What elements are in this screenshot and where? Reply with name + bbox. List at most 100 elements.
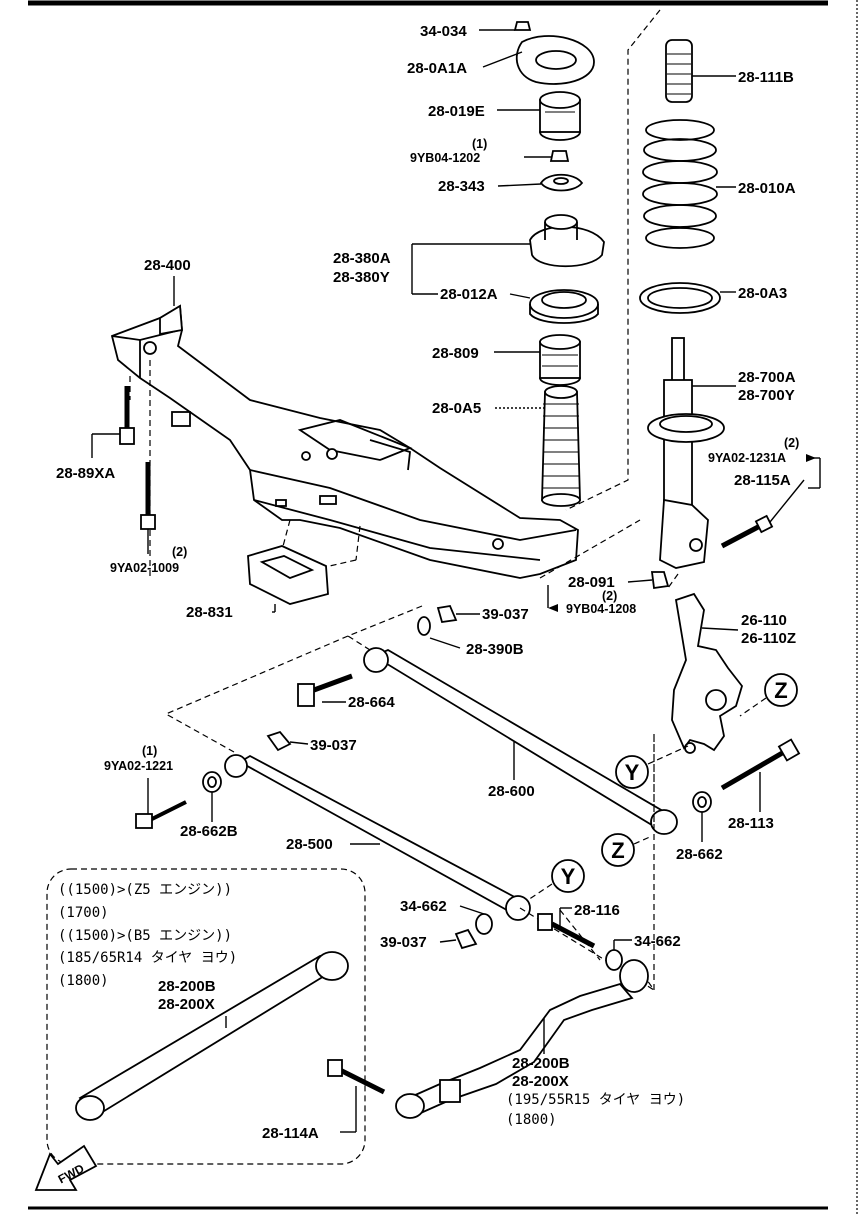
label-28-019E: 28-019E: [428, 103, 485, 120]
bolt-28-664: [297, 673, 353, 707]
label-28-662: 28-662: [676, 846, 723, 863]
label-28-200B-variant: 28-200B: [158, 978, 216, 995]
label-28-0A1A: 28-0A1A: [407, 60, 467, 77]
bump-stop-28-809: [494, 334, 581, 386]
note-lower-line2: (1800): [506, 1112, 557, 1128]
label-28-809: 28-809: [432, 345, 479, 362]
label-28-400: 28-400: [144, 257, 191, 274]
label-28-390B: 28-390B: [466, 641, 524, 658]
knuckle-26-110: [671, 592, 743, 754]
nut-39-037b: [266, 730, 309, 752]
washer-28-343: [497, 173, 584, 192]
label-28-200B-lower: 28-200B: [512, 1055, 570, 1072]
bolt-28-115A: [720, 479, 805, 549]
label-34-662b: 34-662: [634, 933, 681, 950]
label-28-114A: 28-114A: [262, 1125, 319, 1142]
label-9YA02-1009-qty: (2): [172, 545, 187, 559]
label-28-600: 28-600: [488, 783, 535, 800]
knuckle-guide: [667, 573, 679, 589]
label-9YA02-1221: 9YA02-1221: [104, 759, 173, 773]
washer-28-390B: [417, 616, 461, 649]
label-28-664: 28-664: [348, 694, 395, 711]
label-28-200X-lower: 28-200X: [512, 1073, 569, 1090]
label-28-116: 28-116: [574, 902, 620, 919]
washer-34-662b: [605, 939, 632, 971]
label-34-034: 34-034: [420, 23, 467, 40]
fwd-arrow-icon: FWD: [34, 1144, 98, 1191]
callout-z-upper: Z: [739, 673, 798, 717]
callout-z-lower: Z: [601, 833, 653, 867]
label-28-091: 28-091: [568, 574, 615, 591]
label-9YA02-1009: 9YA02-1009: [110, 561, 179, 575]
note-box-line5: (1800): [58, 973, 109, 989]
link-28-500: [224, 754, 531, 921]
label-28-0A3: 28-0A3: [738, 285, 787, 302]
mount-rubber-28-831: [247, 545, 329, 613]
label-28-115A: 28-115A: [734, 472, 791, 489]
label-28-200X-variant: 28-200X: [158, 996, 215, 1013]
dust-boot-28-0A5: [495, 385, 581, 507]
note-lower-line1: (195/55R15 タイヤ ヨウ): [506, 1092, 685, 1108]
mount-plate-28-0A1A: [482, 35, 595, 85]
bushing-28-019E: [497, 91, 581, 141]
strut-stack-guide: [565, 9, 661, 511]
label-28-0A5: 28-0A5: [432, 400, 481, 417]
nut-39-037c: [439, 928, 478, 950]
bolt-28-113: [720, 738, 801, 812]
label-9YB04-1208-qty: (2): [602, 589, 617, 603]
note-box-line4: (185/65R14 タイヤ ヨウ): [58, 950, 237, 966]
part-labels: 34-034 28-0A1A 28-019E (1) 9YB04-1202 28…: [56, 23, 799, 1142]
bolt-9YA02-1221: [135, 778, 187, 829]
label-34-662a: 34-662: [400, 898, 447, 915]
shock-absorber-28-700A: [647, 337, 736, 569]
label-28-831: 28-831: [186, 604, 233, 621]
label-28-343: 28-343: [438, 178, 485, 195]
note-box-line3: ((1500)>(B5 エンジン)): [58, 928, 232, 944]
bearing-28-012A: [509, 289, 599, 324]
strut-top-nut-34-034: [479, 21, 532, 31]
label-28-662B: 28-662B: [180, 823, 238, 840]
label-39-037c: 39-037: [380, 934, 427, 951]
variant-box: [46, 868, 366, 1165]
label-28-010A: 28-010A: [738, 180, 796, 197]
label-26-110: 26-110: [741, 612, 787, 629]
callout-y-upper-label: Y: [625, 760, 640, 785]
note-box-line2: (1700): [58, 905, 109, 921]
trailing-link-28-200B-lower: [395, 959, 649, 1119]
crossmember-28-400: [110, 276, 579, 579]
nut-9YB04-1202: [524, 150, 570, 162]
callout-z-upper-label: Z: [774, 678, 787, 703]
callout-y-upper: Y: [615, 745, 689, 789]
label-28-012A: 28-012A: [440, 286, 498, 303]
nut-28-091: [547, 571, 670, 612]
bolt-28-114A: [327, 1059, 386, 1133]
links-guide: [164, 605, 655, 992]
variant-notes: ((1500)>(Z5 エンジン)) (1700) ((1500)>(B5 エン…: [58, 882, 685, 1128]
spring-seat-28-0A3: [639, 282, 736, 314]
note-box-line1: ((1500)>(Z5 エンジン)): [58, 882, 232, 898]
bolt-28-116: [537, 907, 596, 949]
label-39-037a: 39-037: [482, 606, 529, 623]
callout-z-lower-label: Z: [611, 838, 624, 863]
bump-stopper-28-111B: [665, 39, 736, 103]
label-9YA02-1221-qty: (1): [142, 744, 157, 758]
label-28-380Y: 28-380Y: [333, 269, 390, 286]
label-39-037b: 39-037: [310, 737, 357, 754]
label-28-113: 28-113: [728, 815, 774, 832]
nut-39-037a: [436, 604, 480, 624]
strut-mount-28-380A: [411, 214, 605, 295]
bolt-9YA02-1009: [140, 462, 156, 554]
label-28-89XA: 28-89XA: [56, 465, 115, 482]
callout-y-lower: Y: [527, 859, 585, 901]
label-28-500: 28-500: [286, 836, 333, 853]
label-9YB04-1202: 9YB04-1202: [410, 151, 480, 165]
coil-spring-28-010A: [642, 119, 736, 249]
washer-28-662B: [202, 771, 222, 822]
label-28-111B: 28-111B: [738, 69, 794, 86]
label-9YA02-1231A: 9YA02-1231A: [708, 451, 786, 465]
bolt-28-89XA: [91, 386, 135, 458]
label-28-380A: 28-380A: [333, 250, 391, 267]
washer-28-662: [692, 791, 712, 842]
label-26-110Z: 26-110Z: [741, 630, 796, 647]
